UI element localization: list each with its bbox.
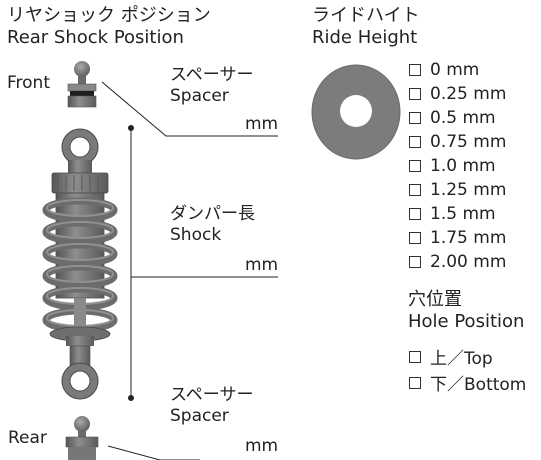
rear-shock-title-en: Rear Shock Position bbox=[7, 27, 184, 48]
rear-shock-title-jp: リヤショック ポジション bbox=[7, 5, 211, 26]
ride-height-option[interactable]: 0.75 mm bbox=[409, 132, 506, 152]
ride-height-option[interactable]: 0.5 mm bbox=[409, 108, 496, 128]
washer-icon bbox=[311, 64, 401, 160]
checkbox-icon[interactable] bbox=[409, 376, 421, 389]
front-label: Front bbox=[7, 73, 50, 93]
hole-position-title-jp: 穴位置 bbox=[408, 289, 462, 310]
leader-lines bbox=[101, 81, 278, 460]
bottom-ball-stud bbox=[65, 416, 99, 460]
top-spacer-label-en: Spacer bbox=[170, 86, 229, 106]
top-ball-stud bbox=[67, 61, 97, 108]
checkbox-icon[interactable] bbox=[409, 208, 421, 220]
ride-height-option[interactable]: 0 mm bbox=[409, 60, 479, 80]
checkbox-icon[interactable] bbox=[409, 136, 421, 148]
hole-position-title-en: Hole Position bbox=[408, 311, 525, 332]
shock-length-label-jp: ダンパー長 bbox=[170, 204, 255, 224]
bottom-spacer-label-en: Spacer bbox=[170, 406, 229, 426]
hole-option-bottom[interactable]: 下／Bottom bbox=[409, 370, 526, 395]
top-spacer-label-jp: スペーサー bbox=[170, 65, 254, 85]
checkbox-icon[interactable] bbox=[409, 64, 421, 76]
checkbox-icon[interactable] bbox=[409, 350, 421, 363]
ride-height-option[interactable]: 1.0 mm bbox=[409, 156, 496, 176]
ride-height-title-en: Ride Height bbox=[312, 27, 418, 48]
bottom-spacer-unit: mm bbox=[245, 436, 279, 456]
bottom-spacer-label-jp: スペーサー bbox=[170, 385, 254, 405]
shock-length-label-en: Shock bbox=[170, 225, 222, 245]
shock-length-unit: mm bbox=[245, 255, 279, 275]
ride-height-title-jp: ライドハイト bbox=[312, 5, 420, 26]
checkbox-icon[interactable] bbox=[409, 88, 421, 100]
ride-height-option[interactable]: 0.25 mm bbox=[409, 84, 506, 104]
checkbox-icon[interactable] bbox=[409, 232, 421, 244]
rear-label: Rear bbox=[8, 428, 47, 448]
ride-height-option[interactable]: 1.5 mm bbox=[409, 204, 496, 224]
shock-body bbox=[42, 128, 118, 400]
shock-length-dimension bbox=[128, 125, 134, 401]
ride-height-option[interactable]: 2.00 mm bbox=[409, 252, 506, 272]
top-spacer-unit: mm bbox=[245, 114, 279, 134]
checkbox-icon[interactable] bbox=[409, 256, 421, 268]
ride-height-option[interactable]: 1.25 mm bbox=[409, 180, 506, 200]
hole-option-top[interactable]: 上／Top bbox=[409, 344, 493, 369]
checkbox-icon[interactable] bbox=[409, 160, 421, 172]
checkbox-icon[interactable] bbox=[409, 112, 421, 124]
checkbox-icon[interactable] bbox=[409, 184, 421, 196]
ride-height-option[interactable]: 1.75 mm bbox=[409, 228, 506, 248]
